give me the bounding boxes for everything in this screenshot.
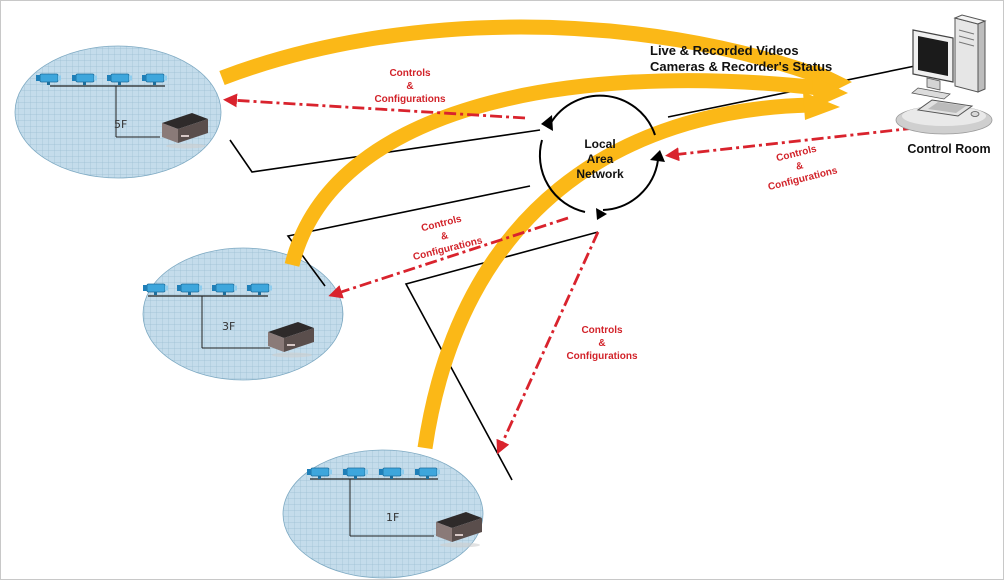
control-label-line: & (598, 338, 605, 349)
control-label-line: Controls (389, 68, 431, 79)
control-arrows (223, 93, 916, 455)
control-label-line: & (440, 230, 450, 242)
lan-loop: Local Area Network (538, 94, 665, 220)
floor-label-3f: 3F (222, 320, 235, 333)
video-flow-arrows (219, 19, 828, 450)
floor-label-1f: 1F (386, 511, 399, 524)
floor-3f-zone: 3F (142, 247, 344, 381)
floor-1f-zone: 1F (282, 449, 484, 579)
network-cabling (229, 65, 916, 481)
control-room-label: Control Room (907, 142, 990, 156)
control-label-line: Configurations (374, 94, 446, 105)
floor-5f-zone: 5F (14, 45, 222, 179)
lan-label-line2: Area (587, 152, 614, 166)
control-label-line: & (795, 160, 805, 172)
control-label-5f: Controls & Configurations (374, 68, 446, 105)
lan-label-line1: Local (584, 137, 615, 151)
video-flow-label-line2: Cameras & Recorder's Status (650, 59, 832, 74)
control-label-line: Controls (581, 325, 623, 336)
control-label-control-room: Controls & Configurations (767, 144, 839, 194)
control-label-line: & (406, 81, 413, 92)
control-label-line: Configurations (566, 351, 638, 362)
lan-label-line3: Network (576, 167, 624, 181)
video-flow-label-line1: Live & Recorded Videos (650, 43, 799, 58)
control-label-3f: Controls & Configurations (412, 214, 484, 264)
control-label-1f: Controls & Configurations (566, 325, 638, 362)
video-arrow-heads (803, 64, 852, 120)
computer-workstation-icon (895, 14, 993, 135)
floor-label-5f: 5F (114, 118, 127, 131)
